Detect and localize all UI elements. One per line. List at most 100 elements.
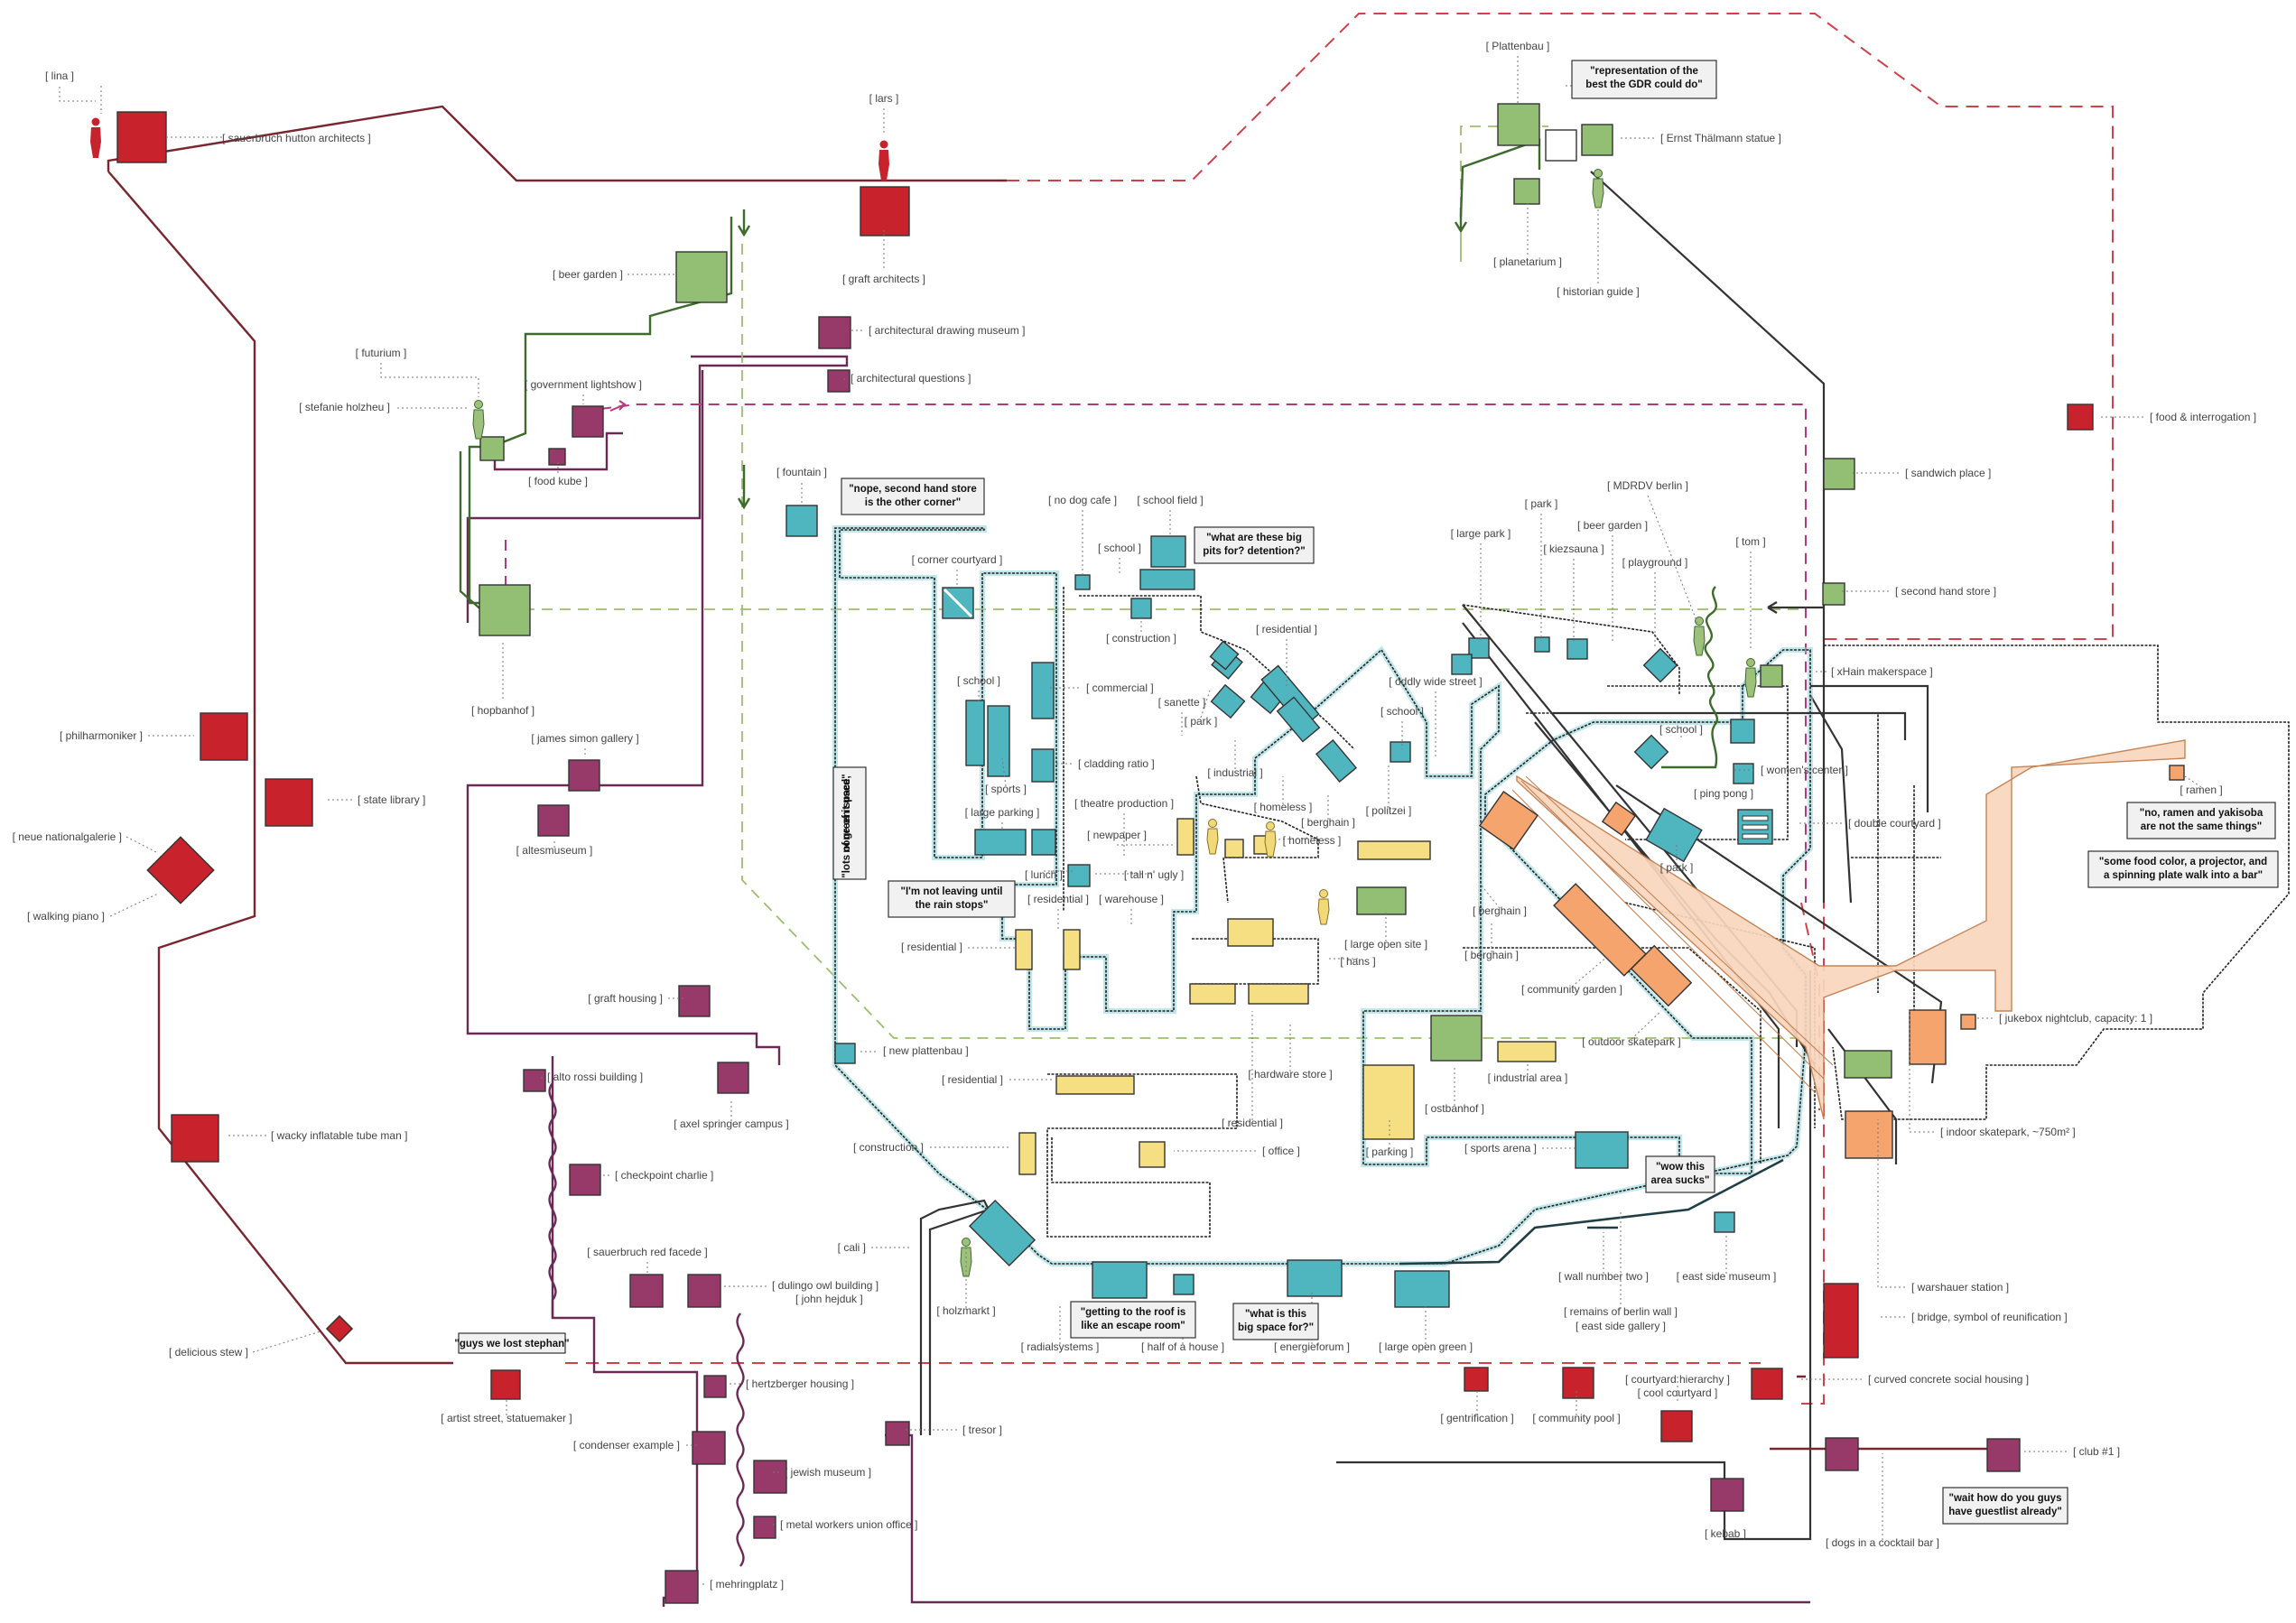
person-mdrdv-icon	[1693, 617, 1706, 656]
label-james-simon: [ james simon gallery ]	[531, 732, 638, 745]
node-school-2	[965, 700, 985, 766]
person-stefanie-icon	[472, 400, 485, 440]
label-ernst: [ Ernst Thälmann statue ]	[1660, 132, 1781, 144]
label-beer-garden-1: [ beer garden ]	[553, 268, 623, 281]
node-alto-rossi	[523, 1069, 546, 1092]
quote-line: "representation of the	[1590, 66, 1698, 77]
node-axel-springer	[717, 1062, 749, 1094]
teal-inner-blocks	[1046, 587, 1941, 1238]
label-john-hejduk: [ john hejduk ]	[795, 1293, 863, 1305]
label-arch-drawing: [ architectural drawing museum ]	[869, 324, 1025, 337]
label-walking-piano: [ walking piano ]	[27, 910, 105, 923]
label-curved-concrete: [ curved concrete social housing ]	[1868, 1373, 2029, 1386]
node-large-parking	[974, 829, 1027, 856]
label-plattenbau: [ Plattenbau ]	[1486, 40, 1550, 52]
label-axel-springer: [ axel springer campus ]	[674, 1118, 788, 1130]
label-community-garden: [ community garden ]	[1521, 983, 1622, 996]
label-residential-1: [ residential ]	[1256, 623, 1317, 635]
node-radialsystems	[1092, 1261, 1148, 1299]
node-tresor	[885, 1421, 910, 1446]
label-courtyard-hierarchy: [ courtyard hierarchy ]	[1625, 1373, 1730, 1386]
label-state-library: [ state library ]	[358, 793, 425, 806]
node-gentrification	[1464, 1367, 1489, 1392]
label-dulingo: [ dulingo owl building ]	[772, 1279, 878, 1292]
node-beer-garden-1	[675, 251, 728, 303]
label-graft-architects: [ graft architects ]	[842, 273, 925, 285]
node-sports-arena	[1575, 1131, 1629, 1169]
node-sauerbruch-hutton	[116, 111, 167, 163]
quote-line: "nope, second hand store	[849, 484, 977, 495]
label-berghain-2: [ berghain ]	[1473, 904, 1527, 917]
node-condenser	[692, 1431, 726, 1465]
node-no-dog-cafe	[1074, 574, 1091, 590]
tom-squiggle	[1661, 586, 1718, 769]
node-food-kube	[548, 448, 566, 466]
label-construction-1: [ construction ]	[1106, 632, 1176, 645]
label-double-courtyard: [ double courtyard ]	[1848, 817, 1941, 830]
label-fountain: [ fountain ]	[776, 466, 827, 478]
label-warehouse: [ warehouse ]	[1099, 893, 1164, 905]
label-jewish-museum: [ jewish museum ]	[785, 1466, 871, 1479]
ping-pong-stripe	[1742, 833, 1769, 839]
label-energieforum: [ energieforum ]	[1274, 1340, 1350, 1353]
label-large-parking: [ large parking ]	[965, 806, 1040, 819]
label-futurium: [ futurium ]	[356, 347, 407, 359]
quote-box	[1194, 526, 1315, 564]
vertical-note-v-green-space: "lots of green space,none of it used"	[832, 766, 867, 880]
node-construction-2	[1018, 1132, 1036, 1175]
ping-pong-stripe	[1742, 815, 1769, 821]
label-school-1: [ school ]	[1098, 542, 1141, 554]
label-hertzberger: [ hertzberger housing ]	[746, 1377, 854, 1390]
node-half-house	[1173, 1274, 1194, 1295]
node-checkpoint-charlie	[569, 1164, 601, 1196]
quote-line: pits for? detention?"	[1203, 546, 1305, 557]
label-ostbanhof: [ ostbanhof ]	[1425, 1102, 1484, 1115]
quote-line: area sucks"	[1651, 1175, 1710, 1186]
node-berghain-2	[1478, 790, 1539, 851]
label-commercial: [ commercial ]	[1086, 682, 1154, 694]
label-mdrdv: [ MDRDV berlin ]	[1607, 479, 1688, 492]
node-commercial	[1031, 662, 1055, 719]
label-outdoor-skatepark: [ outdoor skatepark ]	[1582, 1035, 1680, 1048]
arrow-to-xhain	[1767, 601, 1824, 614]
scribble-east-border	[1824, 645, 2290, 1120]
node-homeless-1	[1315, 738, 1358, 784]
node-lunch	[1067, 864, 1091, 887]
label-beer-garden-2: [ beer garden ]	[1577, 519, 1648, 532]
label-indoor-skatepark: [ indoor skatepark, ~750m² ]	[1940, 1126, 2076, 1138]
label-park-3: [ park ]	[1660, 861, 1694, 874]
label-neue-nationalgalerie: [ neue nationalgalerie ]	[13, 830, 122, 843]
label-womens-center: [ women's center ]	[1761, 764, 1848, 776]
node-philharmoniker	[200, 712, 248, 761]
node-large-park	[1468, 637, 1490, 659]
quote-box	[1070, 1301, 1196, 1339]
node-new-plattenbau	[834, 1043, 856, 1064]
peach-stripe	[1511, 775, 1834, 1093]
label-school-3: [ school ]	[1380, 705, 1424, 718]
node-office	[1139, 1141, 1166, 1168]
label-alto-rossi: [ alto rossi building ]	[547, 1071, 643, 1083]
node-sanette	[1209, 640, 1240, 671]
label-playground: [ playground ]	[1622, 556, 1688, 569]
node-artist-street	[490, 1369, 521, 1400]
node-ramen	[2169, 765, 2185, 781]
green-arrow-2	[737, 465, 751, 510]
label-parking: [ parking ]	[1366, 1145, 1414, 1158]
node-large-open-green	[1394, 1270, 1450, 1308]
label-no-dog: [ no dog cafe ]	[1048, 494, 1117, 506]
person-historian-icon	[1592, 169, 1604, 209]
node-government-lightshow	[572, 405, 604, 438]
node-graft-housing	[678, 985, 711, 1017]
green-arrow-3	[1454, 208, 1468, 234]
label-politzei: [ politzei ]	[1366, 804, 1412, 817]
node-delicious-stew	[325, 1314, 354, 1343]
node-school-field	[1150, 535, 1186, 568]
label-gentrification: [ gentrification ]	[1440, 1412, 1513, 1424]
node-graft-architects	[860, 186, 910, 236]
